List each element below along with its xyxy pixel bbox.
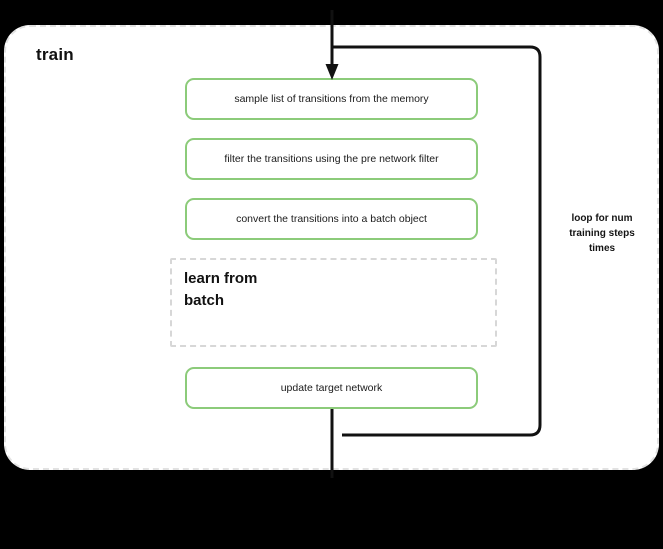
step-label-update: update target network (280, 381, 383, 394)
loop-annotation-label: loop for num training steps times (541, 211, 663, 256)
loop-label-line1: loop for num (571, 213, 633, 224)
learn-from-batch-group[interactable]: learn from batch (170, 258, 497, 347)
step-label-sample: sample list of transitions from the memo… (234, 92, 429, 105)
learn-from-batch-label: learn from batch (184, 268, 324, 312)
step-label-convert: convert the transitions into a batch obj… (236, 212, 427, 225)
step-box-sample[interactable]: sample list of transitions from the memo… (185, 78, 478, 120)
step-box-convert[interactable]: convert the transitions into a batch obj… (185, 198, 478, 240)
train-title: train (36, 45, 74, 64)
learn-from-batch-label-line2: batch (184, 291, 225, 309)
step-label-filter: filter the transitions using the pre net… (224, 152, 439, 165)
step-box-filter[interactable]: filter the transitions using the pre net… (185, 138, 478, 180)
loop-label-line2: training steps (569, 228, 635, 239)
step-box-update[interactable]: update target network (185, 367, 478, 409)
loop-label-line3: times (588, 243, 616, 254)
learn-from-batch-label-line1: learn from (184, 270, 258, 287)
